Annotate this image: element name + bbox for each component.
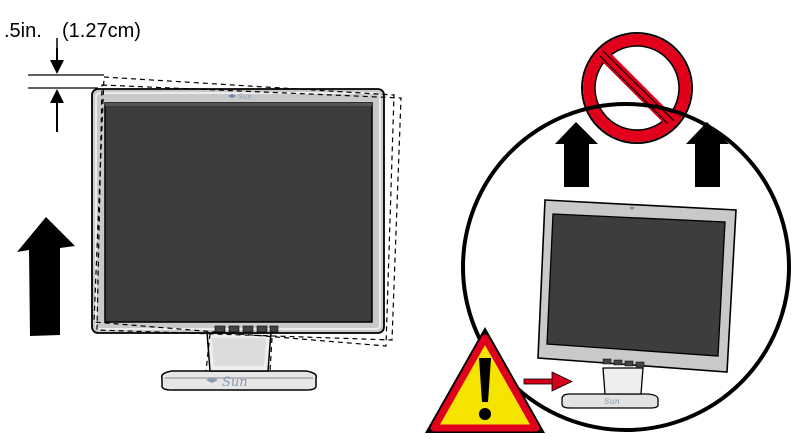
brand-logo: Sun — [222, 375, 248, 390]
pointer-arrow-icon — [524, 372, 572, 391]
measurement-inches-label: .5in. — [4, 20, 42, 42]
no-symbol-icon — [582, 33, 692, 143]
up-arrow-left-icon — [555, 122, 598, 187]
brand-logo-small: Sun — [604, 397, 620, 406]
measurement-cm-label: (1.27cm) — [62, 20, 141, 42]
up-arrow-icon — [50, 89, 64, 132]
down-arrow-icon — [50, 48, 64, 74]
brand-logo-top: Sun — [238, 93, 252, 101]
lift-arrow-icon — [17, 217, 75, 336]
monitor-large-screen — [105, 103, 372, 322]
monitor-small-screen — [547, 214, 725, 356]
up-arrow-right-icon — [686, 122, 729, 187]
monitor-small: Sun — [538, 200, 736, 408]
monitor-large-base: Sun — [162, 371, 317, 390]
monitor-large: Sun Sun — [92, 77, 401, 390]
monitor-small-base: Sun — [562, 394, 658, 408]
